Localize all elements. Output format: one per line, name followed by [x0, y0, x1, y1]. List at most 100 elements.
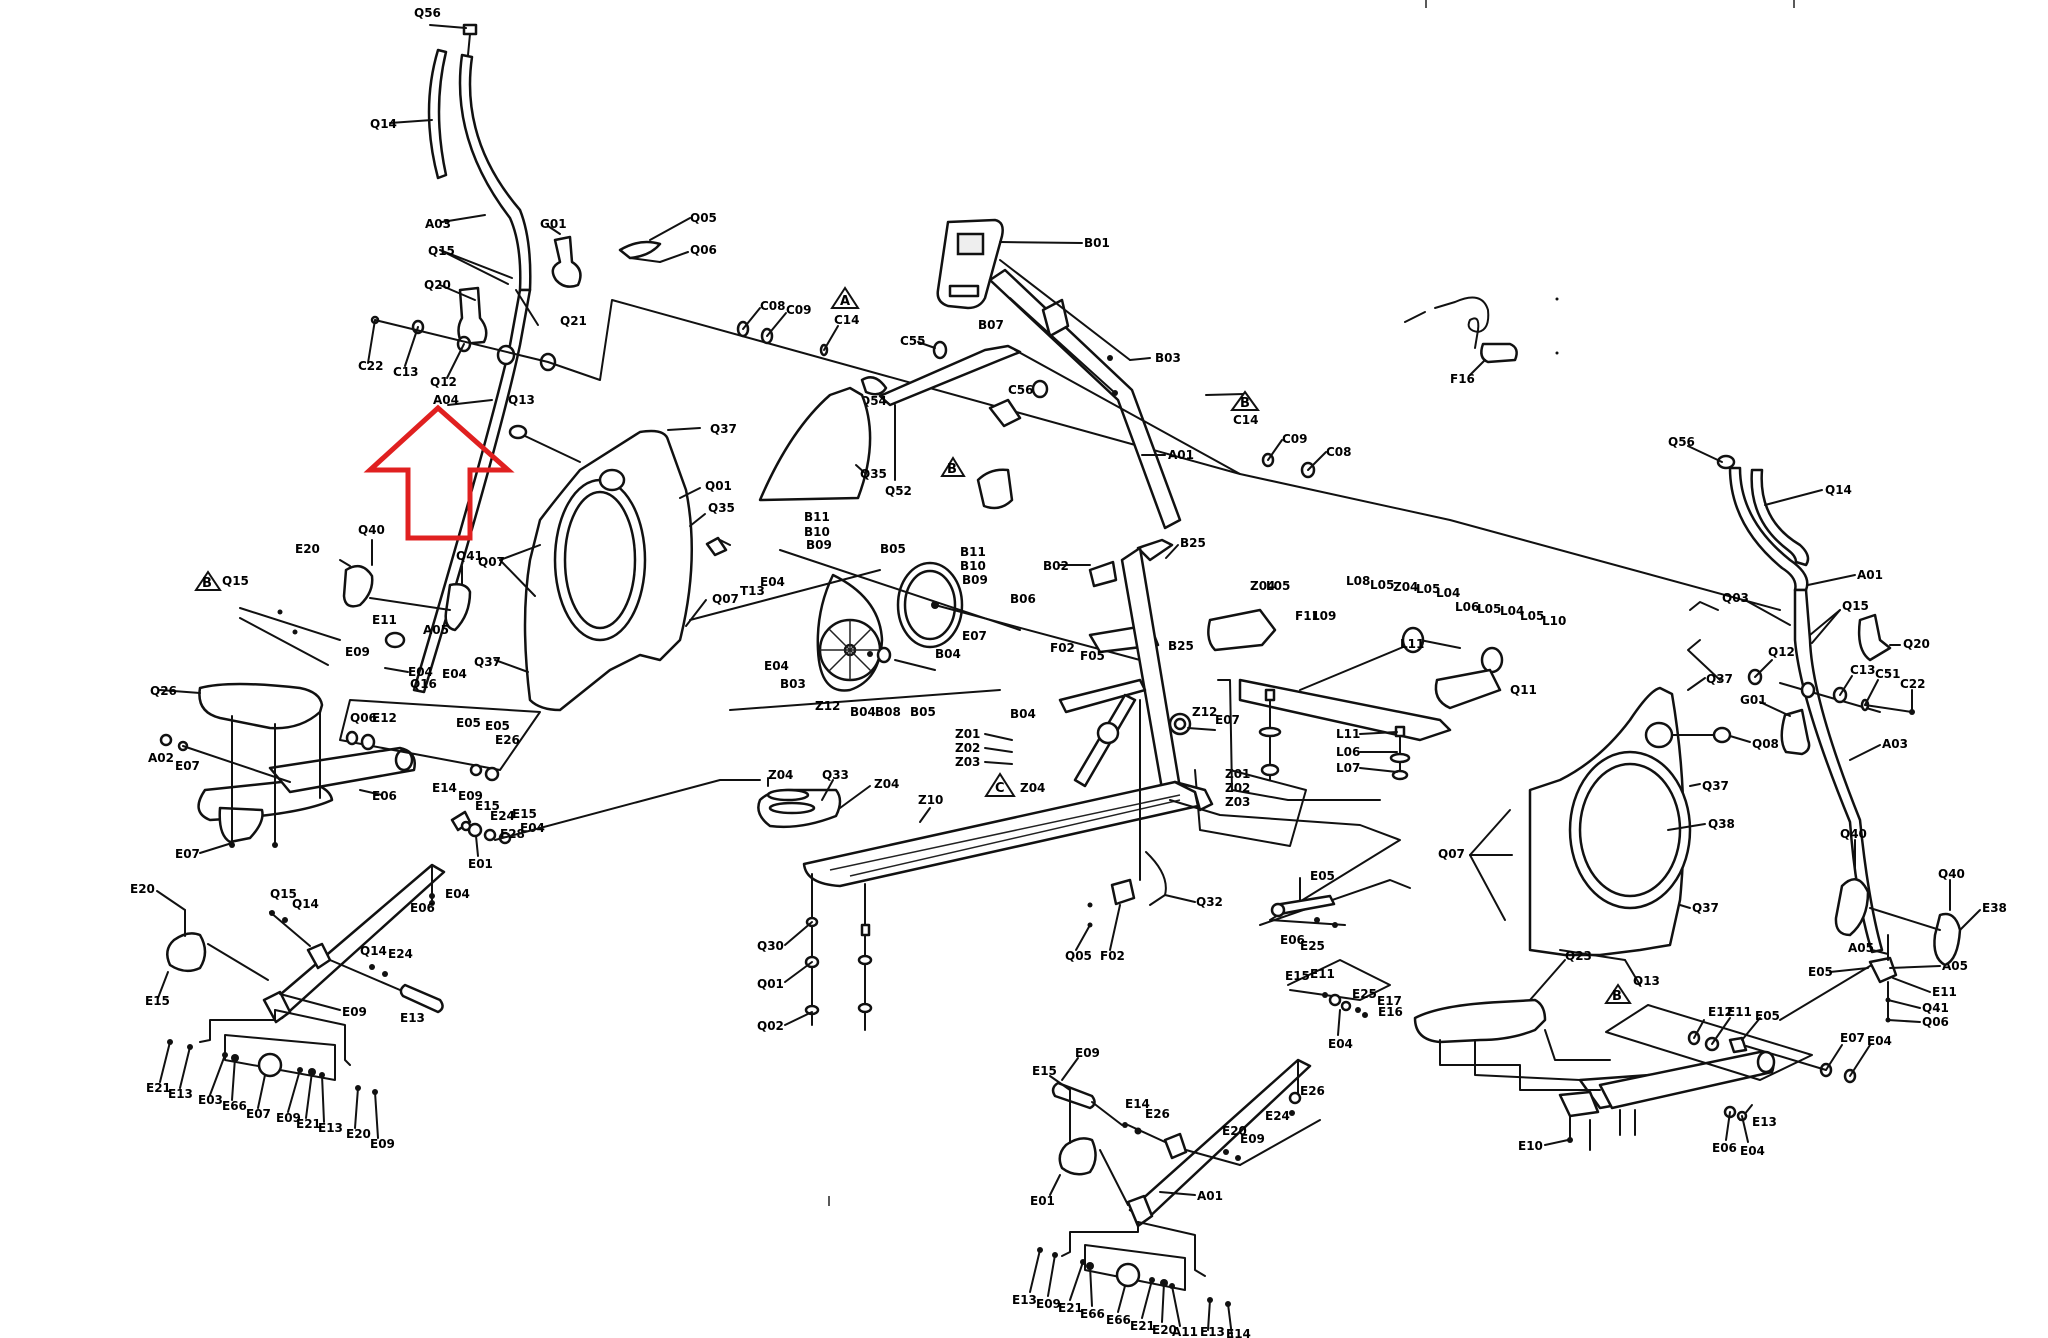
left-arm-foam: [342, 564, 374, 608]
left-handlebar-assembly: Q56 Q14 A03 Q15 Q20 Q21 C22 C13 Q12 A04 …: [358, 6, 1241, 694]
part-label: E25: [1352, 987, 1377, 1001]
part-label: E05: [485, 719, 510, 733]
part-label: B04: [935, 647, 961, 661]
part-label: L05: [1477, 602, 1501, 616]
part-label: L07: [1336, 761, 1360, 775]
part-label: B03: [780, 677, 806, 691]
top-small-parts: Q05 Q06 C08 C09 C14 A: [618, 211, 860, 357]
upright-frame: B02 B25 B25 F02 F05 B04 Z12 E07 Z01 Z02 …: [955, 536, 1307, 847]
part-label: E11: [1932, 985, 1957, 999]
part-label: E15: [1285, 969, 1310, 983]
part-label: Q37: [710, 422, 737, 436]
part-label: Q32: [1196, 895, 1223, 909]
part-label: G01: [540, 217, 567, 231]
main-frame: Q30 Q01 Q02 Z04 Q33 Z04 Z10 C Z04 Q32 Q0…: [494, 699, 1401, 1033]
part-label: E20: [295, 542, 320, 556]
part-label: L05: [1416, 582, 1440, 596]
part-label: E11: [372, 613, 397, 627]
part-label: B11: [804, 510, 830, 524]
left-pedal: [198, 682, 324, 730]
part-label: E07: [1215, 713, 1240, 727]
part-label: B05: [910, 705, 936, 719]
part-label: Q21: [560, 314, 587, 328]
part-label: E13: [168, 1087, 193, 1101]
right-lower-arm: E09 E15 E01 A01 E14 E26 E20 E09 E26 E24: [1012, 869, 1411, 1338]
part-label: E17: [1377, 994, 1402, 1008]
part-label: E15: [475, 799, 500, 813]
part-label: E07: [175, 759, 200, 773]
part-label: E09: [1036, 1297, 1061, 1311]
part-label: B11: [960, 545, 986, 559]
part-label: E05: [456, 716, 481, 730]
red-up-arrow-icon: [363, 404, 515, 541]
part-label: Z04: [1250, 579, 1275, 593]
part-label: E04: [442, 667, 467, 681]
highlight-arrow: [363, 404, 515, 541]
part-label: A05: [1848, 941, 1874, 955]
part-label: Q12: [1768, 645, 1795, 659]
part-label: E11: [1310, 967, 1335, 981]
part-label: E24: [1265, 1109, 1290, 1123]
part-label: Z02: [955, 741, 980, 755]
part-label: E07: [175, 847, 200, 861]
part-label: E09: [345, 645, 370, 659]
part-label: E13: [1752, 1115, 1777, 1129]
part-label: A02: [148, 751, 174, 765]
part-label: B08: [875, 705, 901, 719]
part-label: E15: [512, 807, 537, 821]
part-label: Z12: [815, 699, 840, 713]
part-label: E12: [372, 711, 397, 725]
part-label: Q06: [350, 711, 377, 725]
right-crank-bottom-labels: E13 E09 E21 E66 E66 E21 E20 A11 E13 E14: [1012, 1249, 1251, 1338]
part-label: Q14: [292, 897, 319, 911]
part-label: T13: [740, 584, 765, 598]
part-label: Q35: [860, 467, 887, 481]
part-label: Q37: [1706, 672, 1733, 686]
part-label: E04: [1867, 1034, 1892, 1048]
part-label: E03: [198, 1093, 223, 1107]
part-label: B06: [1010, 592, 1036, 606]
left-handlebar-grip: [427, 48, 448, 180]
part-label: A01: [1197, 1189, 1223, 1203]
part-label: L06: [1336, 745, 1360, 759]
part-label: Q40: [1938, 867, 1965, 881]
part-label: Q41: [456, 549, 483, 563]
part-label: C09: [786, 303, 812, 317]
part-label: Q02: [757, 1019, 784, 1033]
part-label: Z01: [955, 727, 980, 741]
pulley-spokes: [820, 620, 880, 680]
part-label: E05: [1755, 1009, 1780, 1023]
part-label: Q01: [705, 479, 732, 493]
part-label: Q15: [222, 574, 249, 588]
part-label: E26: [1145, 1107, 1170, 1121]
part-label: C13: [1850, 663, 1876, 677]
part-label: E04: [760, 575, 785, 589]
part-label: L06: [1455, 600, 1479, 614]
rear-rail-assembly: Z04 L05 F11 L09 L08 L05 Z04 L05 L04 L06 …: [1207, 574, 1566, 801]
left-lower-arm: E20 E15 E09 Q15 Q14 Q14 E24 E13 E04 E06: [130, 863, 470, 1151]
left-pedal-assembly: Q26 E07 A02 E07 E06 E20 Q40 Q41 B Q15 E1…: [148, 523, 545, 871]
part-label: F05: [1080, 649, 1105, 663]
part-label: E14: [1226, 1327, 1251, 1338]
part-label: Q03: [1722, 591, 1749, 605]
part-label: Q12: [430, 375, 457, 389]
part-label: E20: [1152, 1323, 1177, 1337]
part-label: E20: [346, 1127, 371, 1141]
part-label: E15: [145, 994, 170, 1008]
part-label: Q14: [1825, 483, 1852, 497]
part-label: Z12: [1192, 705, 1217, 719]
part-label: F11: [1295, 609, 1320, 623]
part-label: E01: [1030, 1194, 1055, 1208]
part-label: L08: [1346, 574, 1370, 588]
part-label: C56: [1008, 383, 1034, 397]
left-crank-bracket: E14 E09 E15 E24 E15 E28 E04 E01: [432, 781, 545, 871]
part-label: Z03: [1225, 795, 1250, 809]
part-label: Q41: [1922, 1001, 1949, 1015]
part-label: B25: [1168, 639, 1194, 653]
part-label: Q20: [1903, 637, 1930, 651]
part-label: F02: [1050, 641, 1075, 655]
part-label: E24: [490, 809, 515, 823]
sub-assembly-marker: B: [202, 576, 212, 591]
right-handlebar-assembly: Q56 Q14 A01 Q03 Q15 Q20 Q12 C13 C51 C22 …: [1668, 435, 1930, 954]
